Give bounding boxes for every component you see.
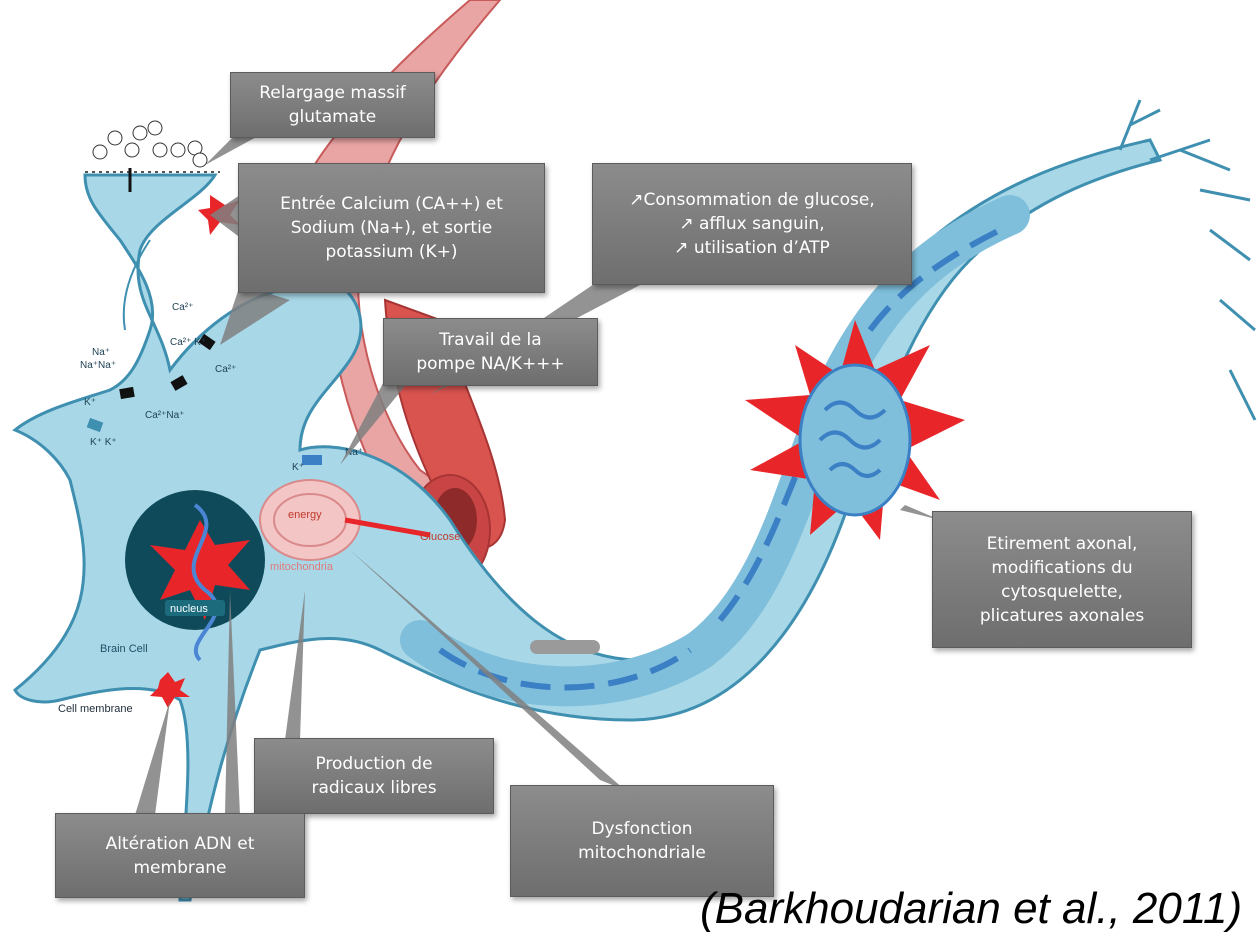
callout-dna-alteration: Altération ADN et membrane	[55, 813, 305, 898]
citation: (Barkhoudarian et al., 2011)	[700, 884, 1242, 934]
mitochondria-label: mitochondria	[270, 561, 334, 573]
svg-text:K⁺: K⁺	[84, 397, 96, 408]
brain-cell-label: Brain Cell	[100, 643, 148, 655]
callout-glutamate-release: Relargage massif glutamate	[230, 72, 435, 138]
callout-axonal-stretch: Etirement axonal, modifications du cytos…	[932, 511, 1192, 648]
glucose-label: Glucose	[420, 531, 460, 543]
svg-text:Ca²⁺: Ca²⁺	[215, 364, 236, 375]
nucleus-label: nucleus	[170, 603, 208, 615]
svg-text:Na⁺: Na⁺	[92, 347, 110, 358]
callout-mitochondrial-dysfunction: Dysfonction mitochondriale	[510, 785, 774, 897]
svg-text:Na⁺Na⁺: Na⁺Na⁺	[80, 360, 116, 371]
svg-text:Ca²⁺Na⁺: Ca²⁺Na⁺	[145, 410, 184, 421]
callout-glucose-consumption: ↗Consommation de glucose, ↗ afflux sangu…	[592, 163, 912, 285]
svg-text:K⁺ K⁺: K⁺ K⁺	[90, 437, 117, 448]
callout-sodium-potassium-pump: Travail de la pompe NA/K+++	[383, 318, 598, 386]
energy-label: energy	[288, 509, 322, 521]
svg-text:Ca²⁺ K⁺: Ca²⁺ K⁺	[170, 337, 206, 348]
callout-free-radicals: Production de radicaux libres	[254, 738, 494, 814]
svg-text:K⁺: K⁺	[292, 462, 304, 473]
callout-calcium-sodium-entry: Entrée Calcium (CA++) et Sodium (Na+), e…	[238, 163, 545, 293]
cell-membrane-label: Cell membrane	[58, 703, 133, 715]
svg-text:Ca²⁺: Ca²⁺	[172, 302, 193, 313]
